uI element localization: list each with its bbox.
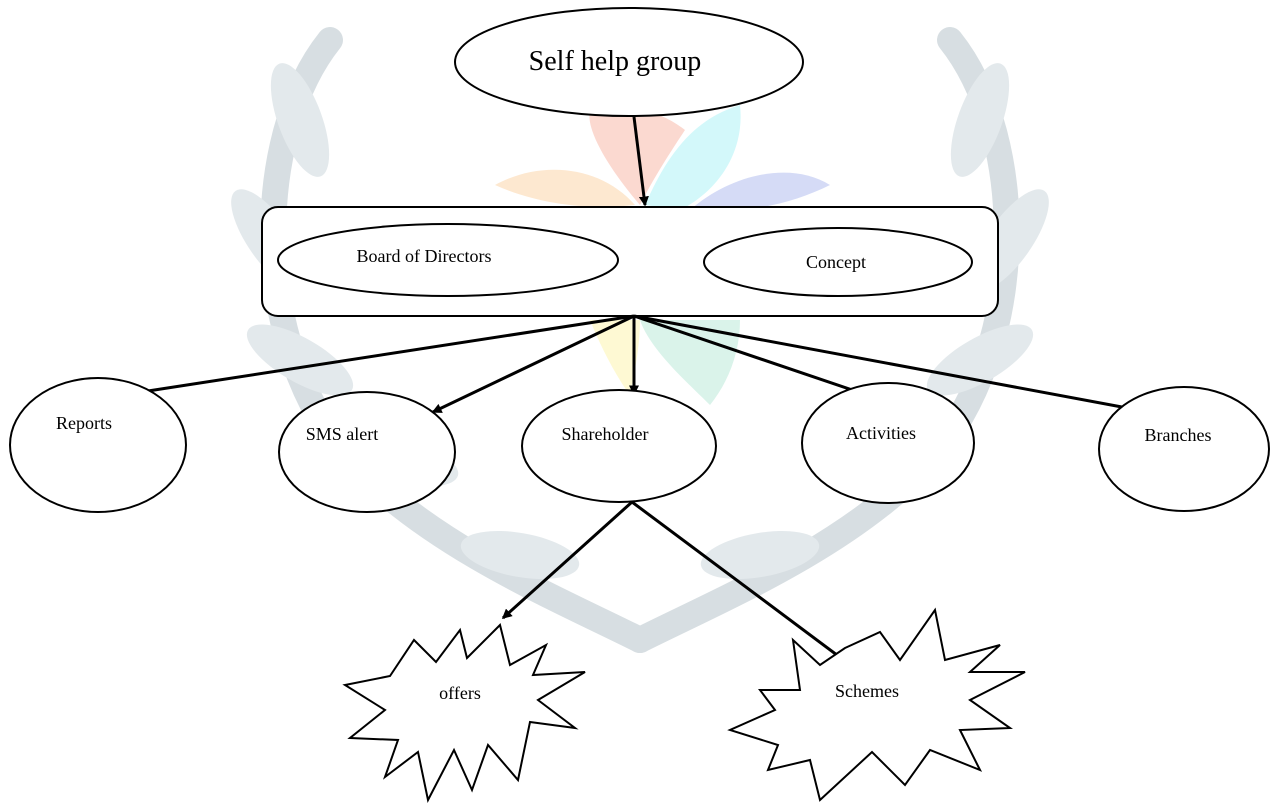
- child-ellipse: [521, 389, 717, 503]
- root-label: Self help group: [529, 46, 702, 77]
- edges-shareholder-to-grandchildren: [501, 500, 851, 666]
- child-ellipse: [278, 391, 456, 513]
- edge-to-branches: [633, 314, 1140, 414]
- grandchild-label: Schemes: [835, 681, 899, 701]
- child-ellipse: [1098, 386, 1270, 512]
- edge-to-reports: [133, 314, 635, 397]
- group-container: Board of Directors Concept: [261, 206, 999, 317]
- edge-to-offers: [501, 500, 634, 620]
- child-label: Reports: [56, 413, 112, 433]
- child-node: Reports: [9, 377, 187, 513]
- child-ellipse: [9, 377, 187, 513]
- child-label: Branches: [1145, 425, 1212, 445]
- watermark-emblem: [231, 27, 1049, 653]
- child-node: Shareholder: [521, 389, 717, 503]
- group-item-ellipse: [703, 227, 973, 297]
- color-petals-watermark: [495, 105, 830, 405]
- edge-to-activities: [633, 314, 872, 399]
- group-item-label: Board of Directors: [357, 246, 492, 266]
- group-item-label: Concept: [806, 252, 866, 272]
- child-label: Activities: [846, 423, 916, 443]
- edge-to-sms-alert: [431, 314, 635, 414]
- edge-root-to-group: [632, 116, 649, 207]
- child-node: Branches: [1098, 386, 1270, 512]
- root-ellipse: [454, 7, 804, 117]
- child-label: Shareholder: [562, 424, 649, 444]
- grandchild-starburst: [727, 607, 1026, 802]
- group-item-ellipse: [277, 223, 619, 297]
- edge-to-schemes: [631, 500, 851, 666]
- child-label: SMS alert: [306, 424, 379, 444]
- grandchild-label: offers: [439, 683, 481, 703]
- grandchild-starburst: [342, 623, 586, 803]
- edges-group-to-children: [133, 314, 1140, 414]
- grandchild-node: Schemes: [727, 607, 1026, 802]
- root-node: Self help group: [454, 7, 804, 117]
- child-node: Activities: [801, 382, 975, 504]
- child-ellipse: [801, 382, 975, 504]
- child-node: SMS alert: [278, 391, 456, 513]
- grandchild-node: offers: [342, 623, 586, 803]
